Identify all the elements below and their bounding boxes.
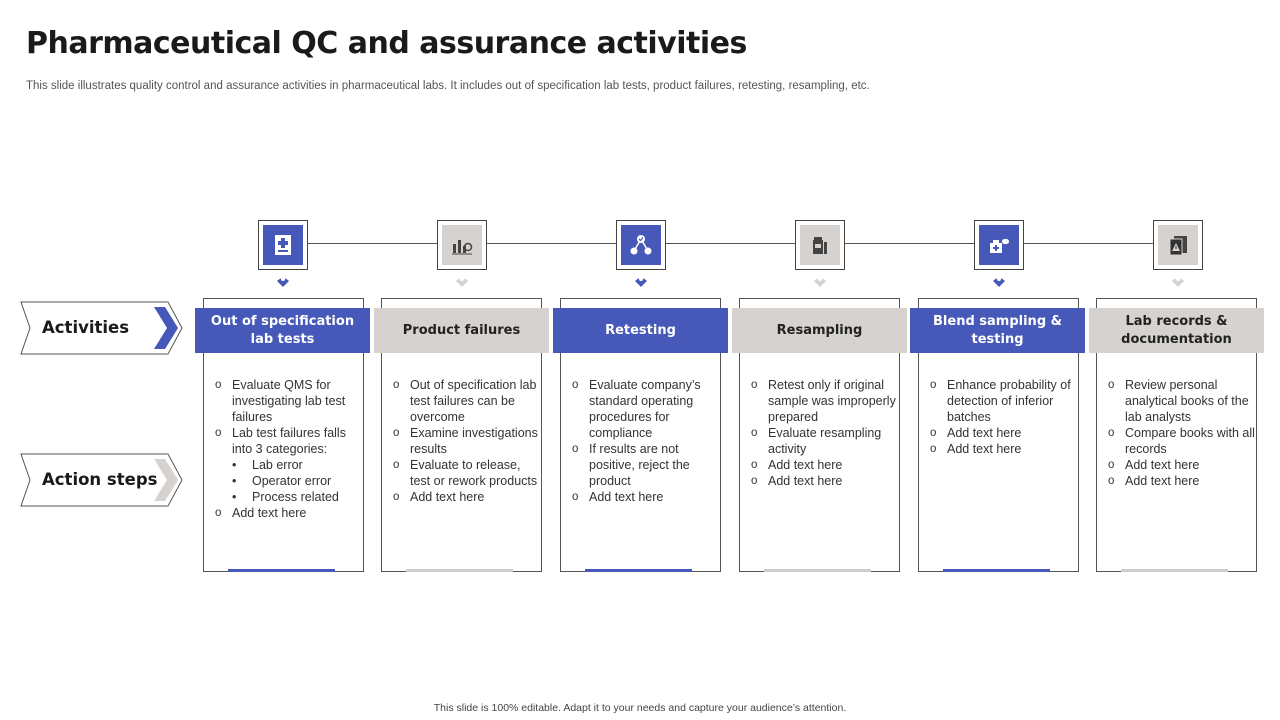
sub-step-item: Lab error — [232, 457, 364, 473]
column-4-pointer — [812, 273, 828, 289]
sub-step-item: Process related — [232, 489, 364, 505]
action-steps-label: Action steps — [42, 470, 158, 489]
step-text: Evaluate QMS for investigating lab test … — [232, 378, 346, 424]
column-4-icon-box — [795, 220, 845, 270]
activities-label-arrow: Activities — [20, 301, 184, 355]
step-item: Evaluate resampling activity — [750, 425, 900, 457]
step-text: Add text here — [947, 426, 1022, 440]
chart-analysis-icon — [442, 225, 482, 265]
step-text: Add text here — [232, 506, 307, 520]
step-text: Enhance probability of detection of infe… — [947, 378, 1071, 424]
step-text: Review personal analytical books of the … — [1125, 378, 1249, 424]
column-5-icon-box — [974, 220, 1024, 270]
column-4-heading: Resampling — [732, 308, 907, 353]
step-text: Add text here — [1125, 474, 1200, 488]
sub-step-item: Operator error — [232, 473, 364, 489]
step-item: Evaluate to release, test or rework prod… — [392, 457, 542, 489]
step-text: Evaluate resampling activity — [768, 426, 882, 456]
footer-note: This slide is 100% editable. Adapt it to… — [433, 702, 847, 714]
step-list: Evaluate company’s standard operating pr… — [571, 377, 721, 505]
column-1-icon-box — [258, 220, 308, 270]
step-text: Add text here — [768, 458, 843, 472]
step-item: Add text here — [750, 473, 900, 489]
step-list: Evaluate QMS for investigating lab test … — [214, 377, 364, 521]
step-item: Add text here — [392, 489, 542, 505]
column-6-icon-box — [1153, 220, 1203, 270]
action-steps-label-arrow: Action steps — [20, 453, 184, 507]
step-item: Retest only if original sample was impro… — [750, 377, 900, 425]
step-item: If results are not positive, reject the … — [571, 441, 721, 489]
step-item: Examine investigations results — [392, 425, 542, 457]
column-6-steps: Review personal analytical books of the … — [1107, 377, 1257, 489]
sub-step-list: Lab errorOperator errorProcess related — [232, 457, 364, 505]
step-item: Lab test failures falls into 3 categorie… — [214, 425, 364, 505]
column-3-pointer — [633, 273, 649, 289]
step-text: Out of specification lab test failures c… — [410, 378, 537, 424]
step-item: Add text here — [929, 441, 1079, 457]
step-list: Review personal analytical books of the … — [1107, 377, 1257, 489]
step-text: If results are not positive, reject the … — [589, 442, 690, 488]
step-item: Add text here — [1107, 457, 1257, 473]
timeline-connector — [283, 243, 1178, 244]
molecule-check-icon — [621, 225, 661, 265]
column-1-pointer — [275, 273, 291, 289]
activities-label: Activities — [42, 318, 130, 337]
column-2-pointer — [454, 273, 470, 289]
step-item: Evaluate QMS for investigating lab test … — [214, 377, 364, 425]
step-item: Review personal analytical books of the … — [1107, 377, 1257, 425]
step-text: Add text here — [410, 490, 485, 504]
column-2-heading: Product failures — [374, 308, 549, 353]
page-subtitle: This slide illustrates quality control a… — [26, 80, 870, 92]
column-5-steps: Enhance probability of detection of infe… — [929, 377, 1079, 457]
column-2-steps: Out of specification lab test failures c… — [392, 377, 542, 505]
step-list: Retest only if original sample was impro… — [750, 377, 900, 489]
step-item: Add text here — [214, 505, 364, 521]
step-text: Lab test failures falls into 3 categorie… — [232, 426, 346, 456]
step-item: Add text here — [571, 489, 721, 505]
step-text: Evaluate to release, test or rework prod… — [410, 458, 538, 488]
column-3-heading: Retesting — [553, 308, 728, 353]
step-text: Examine investigations results — [410, 426, 538, 456]
step-item: Add text here — [1107, 473, 1257, 489]
step-item: Compare books with all records — [1107, 425, 1257, 457]
sample-jar-icon — [800, 225, 840, 265]
column-3-icon-box — [616, 220, 666, 270]
medicine-box-icon — [979, 225, 1019, 265]
step-item: Evaluate company’s standard operating pr… — [571, 377, 721, 441]
column-6-pointer — [1170, 273, 1186, 289]
step-text: Add text here — [1125, 458, 1200, 472]
column-1-heading: Out of specification lab tests — [195, 308, 370, 353]
step-text: Add text here — [947, 442, 1022, 456]
page-title: Pharmaceutical QC and assurance activiti… — [26, 26, 747, 61]
column-5-pointer — [991, 273, 1007, 289]
column-1-steps: Evaluate QMS for investigating lab test … — [214, 377, 364, 521]
step-text: Evaluate company’s standard operating pr… — [589, 378, 701, 440]
column-2-icon-box — [437, 220, 487, 270]
step-list: Out of specification lab test failures c… — [392, 377, 542, 505]
step-text: Compare books with all records — [1125, 426, 1255, 456]
column-3-steps: Evaluate company’s standard operating pr… — [571, 377, 721, 505]
step-item: Add text here — [750, 457, 900, 473]
documents-icon — [1158, 225, 1198, 265]
step-item: Add text here — [929, 425, 1079, 441]
column-4-steps: Retest only if original sample was impro… — [750, 377, 900, 489]
step-item: Out of specification lab test failures c… — [392, 377, 542, 425]
medical-report-icon — [263, 225, 303, 265]
step-text: Retest only if original sample was impro… — [768, 378, 896, 424]
step-text: Add text here — [768, 474, 843, 488]
step-list: Enhance probability of detection of infe… — [929, 377, 1079, 457]
column-6-heading: Lab records & documentation — [1089, 308, 1264, 353]
step-text: Add text here — [589, 490, 664, 504]
step-item: Enhance probability of detection of infe… — [929, 377, 1079, 425]
column-5-heading: Blend sampling & testing — [910, 308, 1085, 353]
